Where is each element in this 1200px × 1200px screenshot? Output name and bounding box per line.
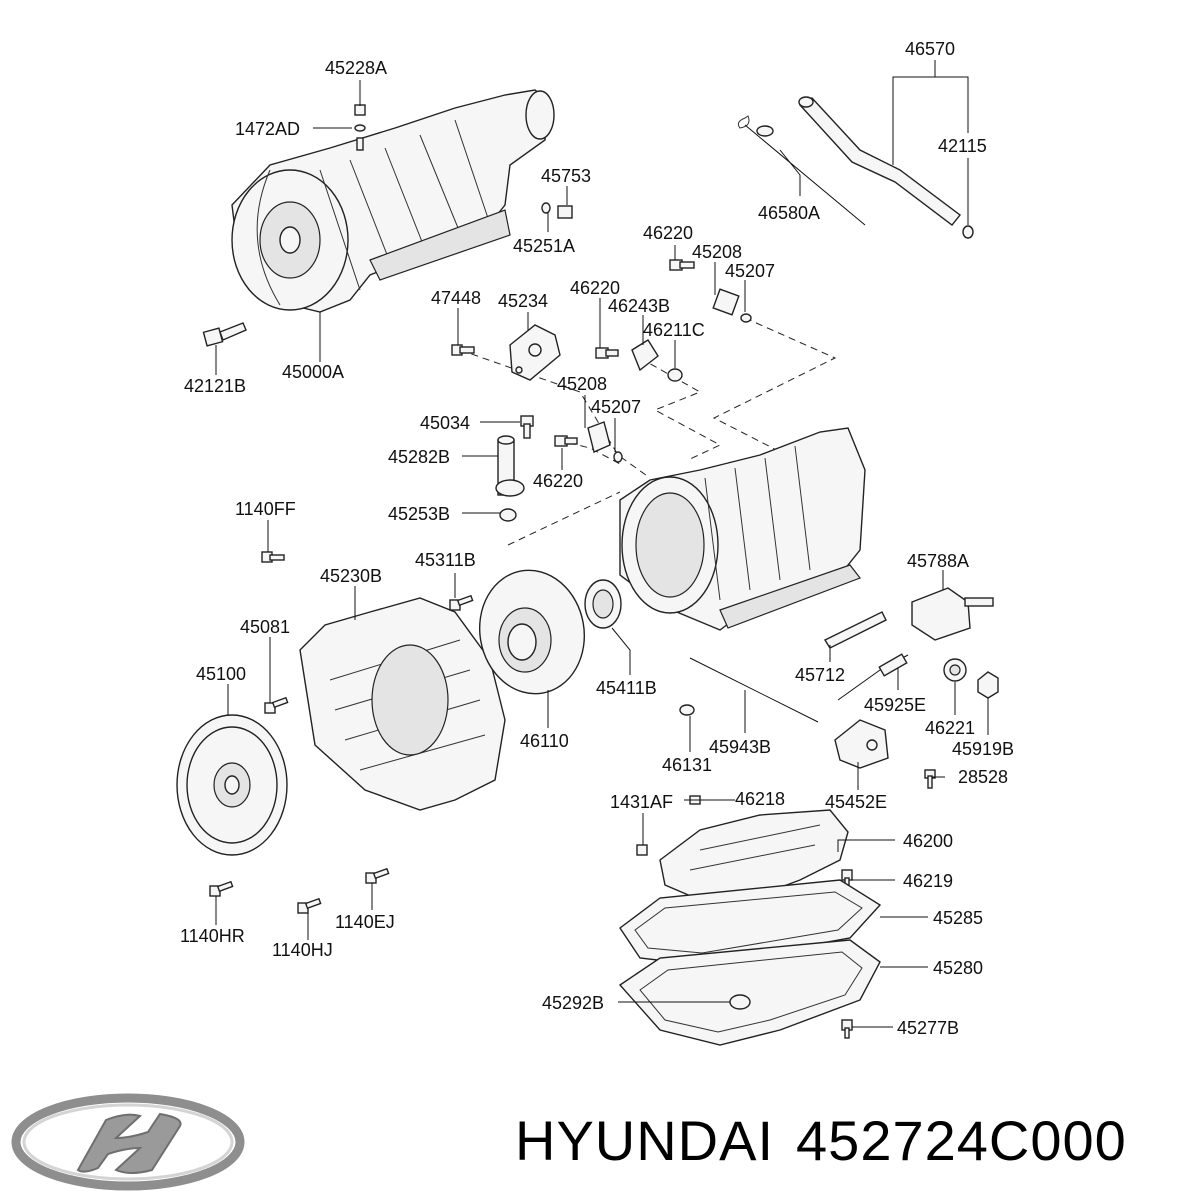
torque-converter-45100	[176, 714, 288, 856]
valve-body-46200	[659, 809, 849, 901]
bolt-45311b	[449, 594, 474, 611]
bolt-1140hj	[297, 897, 322, 914]
label-42115: 42115	[938, 136, 987, 156]
brand-name: HYUNDAI	[515, 1109, 775, 1172]
label-46220-a: 46220	[643, 223, 693, 243]
label-45000a: 45000A	[282, 362, 344, 382]
label-45919b: 45919B	[952, 739, 1014, 759]
label-1140hr: 1140HR	[180, 926, 245, 946]
label-1472ad: 1472AD	[235, 119, 300, 139]
label-46570: 46570	[905, 39, 955, 59]
label-45411b: 45411B	[596, 678, 657, 698]
bolt-45753	[541, 202, 573, 219]
pin-1431af	[636, 844, 648, 856]
oil-pump-46110	[478, 569, 586, 695]
detent-plate-45452e	[834, 719, 889, 769]
label-45925e: 45925E	[864, 695, 926, 715]
oring-46211c	[667, 368, 683, 382]
converter-housing-45230b	[299, 597, 506, 811]
label-46219: 46219	[903, 871, 953, 891]
label-46220-b: 46220	[570, 278, 620, 298]
link-45712	[823, 611, 887, 649]
label-46220-c: 46220	[533, 471, 583, 491]
oring-46131	[679, 704, 695, 716]
bolt-45277b	[841, 1019, 853, 1039]
washer-46221	[943, 658, 967, 682]
label-47448: 47448	[431, 288, 481, 308]
label-46218: 46218	[735, 789, 785, 809]
dipstick-46580a	[737, 115, 866, 226]
label-45282b: 45282B	[388, 447, 450, 467]
label-45208-a: 45208	[692, 242, 742, 262]
transmission-assembly-45000a	[231, 89, 555, 313]
bolt-47448	[451, 344, 475, 356]
label-45230b: 45230B	[320, 566, 382, 586]
label-45292b: 45292B	[542, 993, 604, 1013]
hyundai-logo-icon	[11, 1093, 245, 1191]
label-45251a: 45251A	[513, 236, 575, 256]
bolt-45034	[520, 415, 534, 439]
label-45034: 45034	[420, 413, 470, 433]
label-45253b: 45253B	[388, 504, 450, 524]
leader-lines	[215, 60, 989, 1028]
drain-plug-45292b	[729, 994, 751, 1010]
bolt-46220-lower	[554, 435, 578, 447]
transmission-case	[619, 427, 866, 631]
label-42121b: 42121B	[184, 376, 246, 396]
label-1431af: 1431AF	[610, 792, 673, 812]
rod-45943b	[689, 657, 819, 723]
sensor-45208-lower	[587, 421, 623, 463]
label-45712: 45712	[795, 665, 845, 685]
label-45100: 45100	[196, 664, 246, 684]
bolt-45228a	[354, 104, 366, 151]
label-45234: 45234	[498, 291, 548, 311]
label-45943b: 45943B	[709, 737, 771, 757]
bolt-28528	[924, 769, 936, 789]
label-1140hj: 1140HJ	[272, 940, 333, 960]
label-45285: 45285	[933, 908, 983, 928]
label-45753: 45753	[541, 166, 591, 186]
footer-title: HYUNDAI 452724C000	[515, 1108, 1149, 1173]
bolt-1140hr	[209, 880, 234, 897]
label-46200: 46200	[903, 831, 953, 851]
seal-45411b	[584, 579, 622, 629]
bolt-46220-upper	[669, 259, 695, 271]
label-28528: 28528	[958, 767, 1008, 787]
seal-45253b	[499, 508, 517, 522]
label-45207-a: 45207	[725, 261, 775, 281]
label-46211c: 46211C	[643, 320, 705, 340]
bolt-45081	[264, 696, 289, 714]
shaft-45282b	[495, 435, 525, 497]
bolt-42121b	[202, 322, 247, 347]
sensor-45208-upper	[712, 288, 752, 323]
bolt-1140ff	[261, 551, 285, 563]
part-labels: 45228A 1472AD 45753 45251A 46570 42115 4…	[180, 39, 1014, 1038]
cable-45925e	[837, 653, 909, 701]
label-45452e: 45452E	[825, 792, 887, 812]
label-46221: 46221	[925, 718, 975, 738]
label-45311b: 45311B	[415, 550, 476, 570]
label-46110: 46110	[520, 731, 569, 751]
label-46580a: 46580A	[758, 203, 820, 223]
label-46243b: 46243B	[608, 296, 670, 316]
nut-45919b	[977, 671, 999, 699]
label-45788a: 45788A	[907, 551, 969, 571]
label-1140ej: 1140EJ	[335, 912, 395, 932]
sensor-plate-45234	[509, 324, 561, 381]
label-45277b: 45277B	[897, 1018, 959, 1038]
label-46131: 46131	[662, 755, 712, 775]
bolt-1140ej	[365, 867, 390, 884]
filler-tube-42115	[798, 96, 974, 239]
bracket-45788a	[911, 587, 994, 641]
part-number: 452724C000	[796, 1109, 1127, 1172]
oil-pan-45280	[618, 939, 881, 1046]
label-45280: 45280	[933, 958, 983, 978]
label-45228a: 45228A	[325, 58, 387, 78]
label-45207-b: 45207	[591, 397, 641, 417]
label-1140ff: 1140FF	[235, 499, 296, 519]
label-45081: 45081	[240, 617, 290, 637]
label-45208-b: 45208	[557, 374, 607, 394]
bolt-46220-mid	[595, 347, 619, 359]
